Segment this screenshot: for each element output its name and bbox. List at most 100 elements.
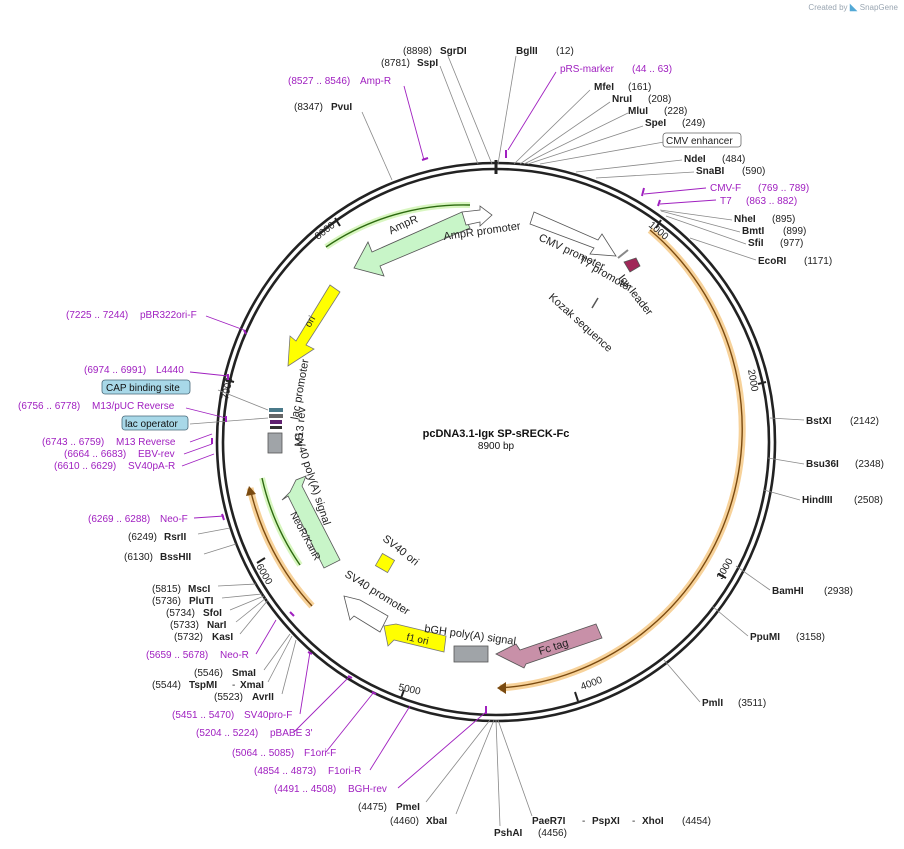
primer-f1ori-f-pos: (5064 .. 5085) [232,748,294,759]
enzyme-rsrii-pos: (6249) [128,532,157,543]
ampr-green-line-core [325,204,471,248]
f1-ori-label: f1 ori [405,632,429,647]
enzyme-ndei-pos: (484) [722,154,745,165]
enzyme-xbai-pos: (4460) [390,816,419,827]
primer-amp-r-pos: (8527 .. 8546) [288,76,350,87]
primer-m13rev-pos: (6743 .. 6759) [42,437,104,448]
brand-name: SnapGene [859,3,898,12]
neor-green-line-core [261,477,301,566]
leader-neo-r [255,619,277,655]
insert-arc-orange [499,227,746,692]
neor-orange-line [249,487,313,607]
enzyme-avrii: AvrII [252,692,274,703]
enzyme-ecori: EcoRI [758,256,787,267]
enzyme-dash-3: - [232,680,235,691]
svg-text:lac operator: lac operator [125,419,178,430]
enzyme-ecori-pos: (1171) [804,256,832,267]
enzyme-msci-pos: (5815) [152,584,181,595]
svg-text:CMV enhancer: CMV enhancer [666,136,733,147]
leader-cap-binding [217,389,269,411]
primer-sv40pro-f: SV40pro-F [244,710,292,721]
enzyme-pmei: PmeI [396,802,420,813]
primer-neo-r-pos: (5659 .. 5678) [146,650,208,661]
leader-nrui [519,101,611,165]
leader-cmv-f [643,187,707,195]
svg-text:CAP binding site: CAP binding site [106,383,180,394]
enzyme-pshai: PshAI [494,828,523,839]
leader-pvui [361,111,393,181]
primer-mark-ampr [421,157,429,161]
leader-pbr322ori-f [205,315,245,331]
leader-bamhi [735,565,771,591]
leader-smai [263,633,291,671]
primer-l4440: L4440 [156,365,184,376]
primer-prs-marker-pos: (44 .. 63) [632,64,672,75]
enzyme-pvui: PvuI [331,102,352,113]
enzyme-sspi-pos: (8781) [381,58,410,69]
leader-snabi [595,171,695,179]
enzyme-ppumi: PpuMI [750,632,780,643]
primer-l4440-pos: (6974 .. 6991) [84,365,146,376]
sv40-polya-box [267,432,283,454]
leader-spei [527,125,644,165]
insert-arc-line [499,229,743,689]
ori-label: ori [303,314,318,329]
leader-nhei [659,209,733,221]
primer-mark-pbr [243,329,247,335]
enzyme-snabi-pos: (590) [742,166,765,177]
leader-xhoi [497,719,533,817]
enzyme-bamhi-pos: (2938) [824,586,853,597]
enzyme-bmti-pos: (899) [783,226,806,237]
enzyme-pmei-pos: (4475) [358,802,387,813]
ori-arrow [287,284,341,367]
primer-cmv-f-pos: (769 .. 789) [758,183,809,194]
enzyme-smai: SmaI [232,668,256,679]
primer-t7-pos: (863 .. 882) [746,196,797,207]
leader-kasi [239,599,269,635]
sv40-promoter-arrow [343,595,389,633]
leader-avrii [281,639,297,695]
enzyme-nari: NarI [207,620,227,631]
primer-pbr322ori-f-pos: (7225 .. 7244) [66,310,128,321]
enzyme-nhei: NheI [734,214,756,225]
leader-bgh-rev [397,711,487,789]
ampr-promoter-arrow [461,205,493,227]
leader-bmti [660,210,741,233]
enzyme-sgrdi-pos: (8898) [403,46,432,57]
leader-rsrii [197,527,231,535]
primer-prs-marker: pRS-marker [560,64,615,75]
snapgene-brand: Created by ◣ SnapGene [808,2,898,13]
primer-t7: T7 [720,196,732,207]
leader-lac-operator [189,417,269,425]
primer-mark-neof [221,513,225,521]
leader-ebv-rev [183,443,213,455]
enzyme-sspi: SspI [417,58,438,69]
svg-text:4000: 4000 [579,675,604,693]
insert-arc-head [497,682,506,694]
enzyme-mlui: MluI [628,106,648,117]
primer-mark-neor [289,611,295,617]
primer-mark-f1 [371,691,377,695]
enzyme-tspmi-pos: (5544) [152,680,181,691]
enzyme-bstxi-pos: (2142) [850,416,879,427]
leader-m13rev [189,433,213,443]
enzyme-pluti: PluTI [189,596,214,607]
primer-cmv-f: CMV-F [710,183,741,194]
kozak-mark [591,297,599,309]
m13-rev-label: M13 rev [293,406,308,447]
primer-mark-sv40 [307,651,313,655]
created-by-text: Created by [808,3,848,12]
primer-mark-cmvf [641,187,645,197]
enzyme-mfei-pos: (161) [628,82,651,93]
leader-t7 [659,199,717,205]
leader-ecori [689,237,757,261]
primer-m13rev: M13 Reverse [116,437,176,448]
primer-pbabe-pos: (5204 .. 5224) [196,728,258,739]
primer-neo-f: Neo-F [160,514,188,525]
enzyme-bstxi: BstXI [806,416,832,427]
enzyme-ppumi-pos: (3158) [796,632,825,643]
enzyme-sfii-pos: (977) [780,238,803,249]
leader-pmli [663,659,701,703]
enzyme-kasi: KasI [212,632,233,643]
